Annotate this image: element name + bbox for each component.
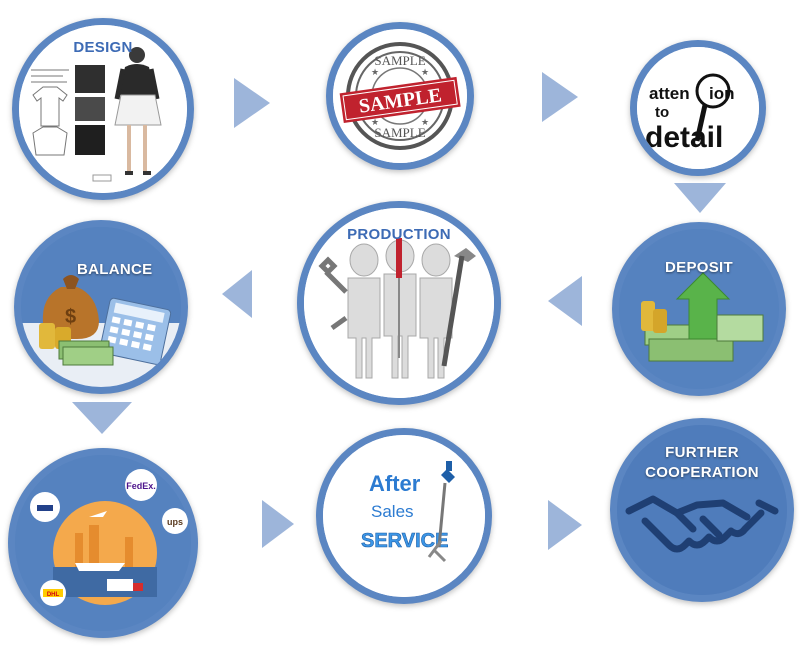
sample-step: SAMPLE SAMPLE ★ ★ ★ ★ SAMPLE xyxy=(326,22,474,170)
further-cooperation-image: FURTHER COOPERATION xyxy=(617,425,787,595)
dhl-label: DHL xyxy=(47,592,60,598)
after-line3: SERVICE xyxy=(361,530,448,552)
svg-text:★: ★ xyxy=(371,117,379,127)
attention-step: atten ion to detail xyxy=(630,40,766,176)
further-cooperation-step: FURTHER COOPERATION xyxy=(610,418,794,602)
production-image: PRODUCTION xyxy=(304,208,494,398)
shipping-step: FedEx. ups DHL xyxy=(8,448,198,638)
deposit-title: DEPOSIT xyxy=(665,259,733,276)
money-calculator-icon: $ xyxy=(21,227,181,387)
attention-line1-tail: ion xyxy=(709,84,735,103)
handshake-icon xyxy=(617,425,787,595)
flow-arrow-right xyxy=(262,500,294,548)
svg-text:★: ★ xyxy=(421,67,429,77)
sample-stamp: SAMPLE SAMPLE ★ ★ ★ ★ SAMPLE xyxy=(333,29,467,163)
attention-line1: atten xyxy=(649,84,690,103)
flow-arrow-right xyxy=(234,78,270,128)
svg-text:★: ★ xyxy=(371,67,379,77)
balance-title: BALANCE xyxy=(77,261,153,278)
flow-arrow-down xyxy=(674,183,726,213)
deposit-image: DEPOSIT xyxy=(619,229,779,389)
sample-stamp-icon: SAMPLE SAMPLE ★ ★ ★ ★ SAMPLE xyxy=(333,29,467,163)
design-step: DESIGN xyxy=(12,18,194,200)
workers-with-tools-icon xyxy=(304,208,494,398)
further-title-line1: FURTHER xyxy=(665,444,739,461)
stamp-ring-bottom-text: SAMPLE xyxy=(374,125,425,140)
flow-arrow-down xyxy=(72,402,132,434)
svg-text:★: ★ xyxy=(421,117,429,127)
production-title: PRODUCTION xyxy=(347,226,451,243)
attention-image: atten ion to detail xyxy=(637,47,759,169)
balance-step: $ BALANCE xyxy=(14,220,188,394)
shipping-image: FedEx. ups DHL xyxy=(15,455,191,631)
attention-line3: detail xyxy=(645,121,723,154)
magnifier-icon: atten ion to detail xyxy=(637,47,759,169)
after-line2: Sales xyxy=(371,502,414,521)
flow-arrow-right xyxy=(548,500,582,550)
flow-arrow-left xyxy=(222,270,252,318)
further-title-line2: COOPERATION xyxy=(645,464,759,481)
screwdriver-icon: After Sales SERVICE xyxy=(323,435,485,597)
delivery-icon: FedEx. ups DHL xyxy=(15,455,191,631)
fedex-label: FedEx. xyxy=(126,481,156,491)
design-image: DESIGN xyxy=(19,25,187,193)
fashion-sketch-icon xyxy=(19,25,187,193)
balance-image: $ BALANCE xyxy=(21,227,181,387)
svg-text:$: $ xyxy=(65,306,76,328)
further-cooperation-title: FURTHER COOPERATION xyxy=(617,443,787,483)
ups-label: ups xyxy=(167,517,183,527)
deposit-step: DEPOSIT xyxy=(612,222,786,396)
design-title: DESIGN xyxy=(73,39,133,56)
after-sales-image: After Sales SERVICE xyxy=(323,435,485,597)
flow-arrow-right xyxy=(542,72,578,122)
after-line1: After xyxy=(369,471,421,496)
money-arrow-icon xyxy=(619,229,779,389)
attention-line2: to xyxy=(655,104,669,121)
stamp-ring-top-text: SAMPLE xyxy=(374,53,425,68)
production-step: PRODUCTION xyxy=(297,201,501,405)
flow-arrow-left xyxy=(548,276,582,326)
after-sales-step: After Sales SERVICE xyxy=(316,428,492,604)
